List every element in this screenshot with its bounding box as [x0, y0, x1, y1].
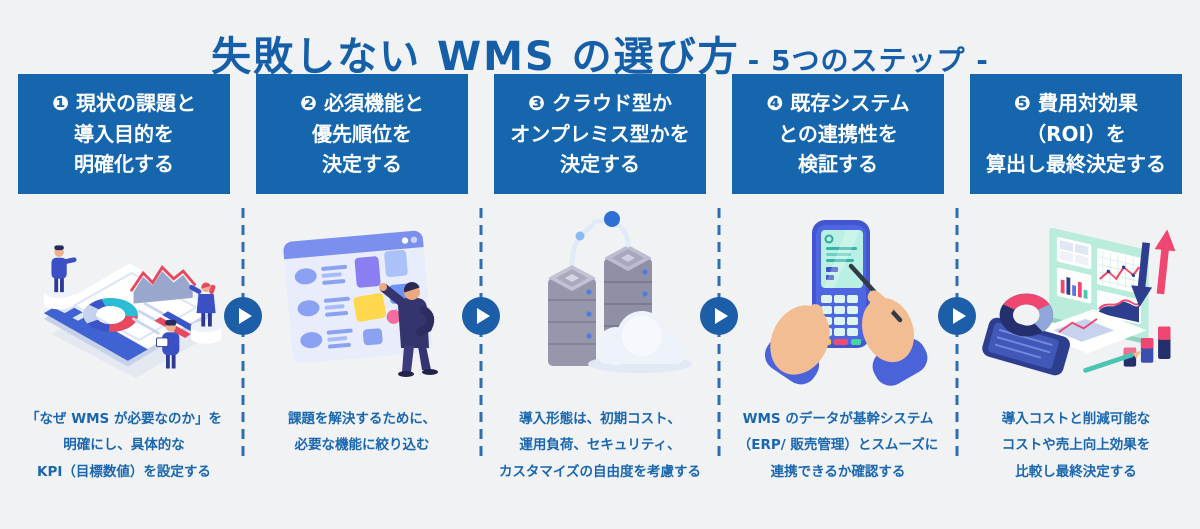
- step-3-heading-text: クラウド型か: [551, 91, 672, 116]
- network-node-icon: [604, 211, 620, 227]
- cloud-icon: [588, 311, 692, 373]
- step-5-description: 導入コストと削減可能な コストや売上向上効果を 比較し最終決定する: [970, 406, 1182, 485]
- server-cloud-illustration: [548, 211, 692, 373]
- step-3-heading-line-2: オンプレミス型かを: [510, 121, 690, 146]
- next-step-arrow-icon: [224, 297, 262, 335]
- desc-line: カスタマイズの自由度を考慮する: [498, 463, 702, 480]
- step-4-heading-line-2: との連携性を: [778, 121, 898, 146]
- step-1-heading-line-2: 導入目的を: [74, 121, 174, 146]
- desc-line: WMS のデータが基幹システム: [742, 411, 934, 427]
- page-title: 失敗しない WMS の選び方- 5つのステップ -: [0, 0, 1200, 80]
- person-figure: [189, 282, 222, 344]
- desc-line: 「なぜ WMS が必要なのか」を: [26, 411, 222, 427]
- desc-line: 必要な機能に絞り込む: [294, 437, 430, 454]
- pencil-icon: [1083, 350, 1142, 373]
- step-1-number-badge: ❶: [52, 91, 69, 116]
- desc-line: 導入コストと削減可能な: [1001, 411, 1151, 427]
- roi-analysis-illustration: [982, 228, 1176, 376]
- step-2-heading-line-2: 優先順位を: [312, 121, 412, 146]
- desc-line: 比較し最終決定する: [1015, 463, 1137, 480]
- step-3-illustration-area: [494, 194, 706, 396]
- step-4-illustration-area: [732, 194, 944, 396]
- desc-line: コストや売上向上効果を: [1001, 437, 1151, 454]
- step-separator-1: [224, 74, 262, 485]
- step-separator-3: [700, 74, 738, 485]
- right-hand: [861, 297, 915, 363]
- step-2-description: 課題を解決するために、 必要な機能に絞り込む: [256, 406, 468, 459]
- next-step-arrow-icon: [700, 297, 738, 335]
- desc-line: 連携できるか確認する: [770, 463, 906, 480]
- title-sub: - 5つのステップ -: [747, 44, 989, 77]
- desc-line: KPI（目標数値）を設定する: [37, 463, 211, 480]
- tablet: [982, 317, 1070, 376]
- step-separator-4: [938, 74, 976, 485]
- step-1-heading-text: 現状の課題と: [75, 91, 196, 116]
- next-step-arrow-icon: [938, 297, 976, 335]
- step-2-illustration-area: [256, 194, 468, 396]
- step-5-heading-text: 費用対効果: [1037, 91, 1138, 116]
- up-arrow-icon: [1154, 229, 1176, 295]
- step-2-number-badge: ❷: [300, 91, 317, 116]
- down-arrow-icon: [1131, 242, 1153, 308]
- step-5-heading-line-2: （ROI）を: [1026, 121, 1126, 146]
- network-node-icon: [575, 231, 585, 241]
- step-5-heading-line-3: 算出し最終決定する: [986, 152, 1166, 177]
- person-figure: [43, 245, 77, 310]
- left-hand: [770, 304, 830, 375]
- desc-line: （ERP/ 販売管理）とスムーズに: [737, 437, 939, 454]
- step-3-description: 導入形態は、初期コスト、 運用負荷、セキュリティ、 カスタマイズの自由度を考慮す…: [494, 406, 706, 485]
- step-separator-2: [462, 74, 500, 485]
- desc-line: 明確にし、具体的な: [63, 437, 185, 454]
- next-step-arrow-icon: [462, 297, 500, 335]
- step-3-number-badge: ❸: [528, 91, 545, 116]
- step-4-description: WMS のデータが基幹システム （ERP/ 販売管理）とスムーズに 連携できるか…: [732, 406, 944, 485]
- list-rows: [294, 264, 353, 349]
- step-4-number-badge: ❹: [766, 91, 784, 116]
- dashboard-report-illustration: [43, 245, 222, 379]
- step-4-heading-text: 既存システム: [790, 91, 910, 116]
- step-5-illustration-area: [970, 194, 1182, 396]
- step-3-heading-line-3: 決定する: [560, 152, 640, 177]
- desc-line: 運用負荷、セキュリティ、: [519, 437, 681, 454]
- server-tower: [548, 265, 596, 366]
- pie-chart-icon: [999, 293, 1054, 337]
- title-main: 失敗しない WMS の選び方: [211, 34, 740, 80]
- bar-stacks: [1123, 326, 1171, 367]
- donut-chart-icon: [83, 298, 138, 332]
- desc-line: 課題を解決するために、: [287, 411, 437, 427]
- step-1-heading-line-3: 明確化する: [74, 152, 174, 177]
- person-figure: [379, 282, 438, 377]
- desc-line: 導入形態は、初期コスト、: [519, 411, 681, 427]
- keypad: [821, 295, 858, 336]
- step-2-heading-line-3: 決定する: [322, 152, 402, 177]
- step-1-description: 「なぜ WMS が必要なのか」を 明確にし、具体的な KPI（目標数値）を設定す…: [18, 406, 230, 485]
- step-1-illustration-area: [18, 194, 230, 396]
- step-4-heading-line-3: 検証する: [798, 152, 878, 177]
- person-figure: [155, 319, 180, 369]
- handheld-terminal: [812, 220, 870, 348]
- kanban-board-illustration: [283, 230, 438, 377]
- step-5-number-badge: ❺: [1014, 91, 1031, 116]
- handheld-terminal-illustration: [764, 220, 928, 386]
- step-2-heading-text: 必須機能と: [323, 91, 424, 116]
